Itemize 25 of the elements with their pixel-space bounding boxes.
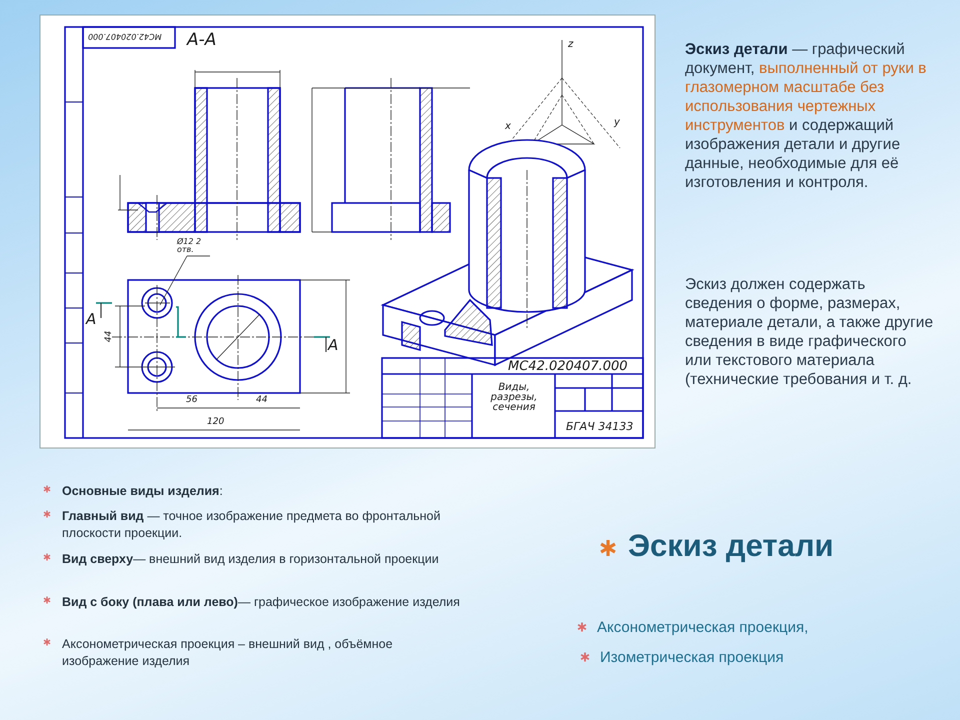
drawing-number: МС42.020407.000 [508,360,628,373]
paragraph: Эскиз должен содержать сведения о форме, размерах, материале детали, а также другие сведения в виде графического или текстового материала (технические требования и т. д. [685,275,934,389]
axis-label: z [568,40,574,50]
drawing-number: МС42.020407.000 [88,32,162,40]
title-block-text: Виды, разрезы, сечения [490,383,538,413]
dimension-text: 120 [207,418,224,427]
axis-label: x [505,122,511,132]
paragraph: Эскиз детали — графический документ, выполненный от руки в глазомерном масштабе без использования чертежных инструментов и содержащий изображения детали и другие данные, необходимые для её изготовления и контроля. [685,40,928,192]
dimension-text: 44 [256,396,268,405]
list-item: Аксонометрическая проекция, [597,619,808,636]
dimension-text: 56 [186,396,198,405]
bullet-text: Главный вид — точное изображение предмета во фронтальной плоскости проекции. [62,508,442,542]
group-code: БГАЧ 34133 [566,421,634,432]
section-mark: А [86,312,96,327]
dimension-text: Ø12 2 отв. [177,238,202,254]
bullet-text: Основные виды изделия: [62,483,224,500]
dimension-text: 44 [105,330,114,342]
bullet-text: Аксонометрическая проекция – внешний вид , объёмное изображение изделия [62,636,394,670]
list-item: Изометрическая проекция [600,649,784,666]
section-mark: А [328,338,338,353]
bullet-text: Вид сверху— внешний вид изделия в горизонтальной проекции [62,551,440,568]
axis-label: y [614,118,620,128]
bullet-text: Вид с боку (плава или лево)— графическое изображение изделия [62,594,461,611]
dimension-text: А-А [187,32,216,49]
slide-title: Эскиз детали [628,528,834,564]
